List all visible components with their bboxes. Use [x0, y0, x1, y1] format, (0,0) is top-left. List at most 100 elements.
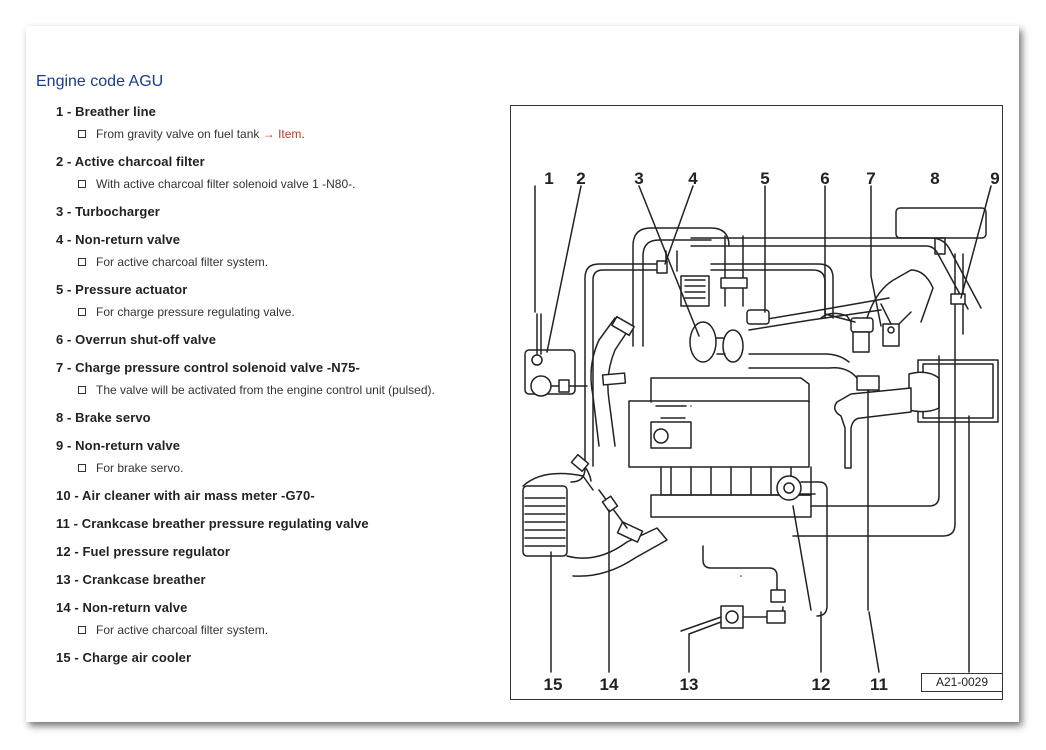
legend-item-7: 7 - Charge pressure control solenoid val…: [56, 360, 506, 410]
legend-item-label: 7 - Charge pressure control solenoid val…: [56, 360, 360, 375]
diagram-lines: [522, 185, 999, 673]
engine-detail: [655, 405, 692, 431]
legend-sub-item: From gravity valve on fuel tank → Item.: [56, 126, 506, 154]
breather-line-1: [536, 313, 542, 355]
legend-sub-item: For charge pressure regulating valve.: [56, 304, 506, 332]
legend-item-label: 11 - Crankcase breather pressure regulat…: [56, 516, 369, 531]
solenoid-links: [880, 303, 912, 325]
legend-list: 1 - Breather line From gravity valve on …: [56, 104, 506, 672]
pipe-clamp: [720, 277, 748, 289]
lower-line: [702, 545, 778, 597]
callout-13: 13: [680, 675, 699, 694]
brake-line: [792, 253, 956, 537]
overrun-valve-body: [852, 331, 870, 353]
callout-3: 3: [634, 169, 643, 188]
callout-12: 12: [812, 675, 831, 694]
page: Engine code AGU 1 - Breather line From g…: [26, 26, 1019, 722]
engine-panel-circle: [653, 428, 669, 444]
overrun-hose: [820, 312, 856, 329]
callouts-bottom: 151413121110: [544, 675, 979, 694]
legend-item-label: 12 - Fuel pressure regulator: [56, 544, 231, 559]
legend-item-9: 9 - Non-return valve For brake servo.: [56, 438, 506, 488]
cooler-bottom-duct: [566, 527, 668, 577]
leader-6: [824, 185, 856, 323]
square-bullet-icon: [78, 464, 86, 472]
legend-item-10: 10 - Air cleaner with air mass meter -G7…: [56, 488, 506, 516]
sub-item-text: For brake servo.: [96, 461, 184, 475]
charcoal-filter-valve: [530, 375, 552, 397]
item-link-text[interactable]: Item: [278, 127, 302, 141]
legend-item-13: 13 - Crankcase breather: [56, 572, 506, 600]
charcoal-filter-port: [531, 354, 543, 366]
legend-item-label: 5 - Pressure actuator: [56, 282, 188, 297]
leader-3: [638, 185, 700, 337]
callout-7: 7: [866, 169, 875, 188]
legend-item-2: 2 - Active charcoal filter With active c…: [56, 154, 506, 204]
legend-item-label: 6 - Overrun shut-off valve: [56, 332, 217, 347]
sub-item-text: For active charcoal filter system.: [96, 255, 269, 269]
item-link[interactable]: → Item: [263, 127, 302, 141]
turbo-filter-ribs: [684, 279, 706, 299]
intake-duct: [834, 387, 912, 469]
square-bullet-icon: [78, 258, 86, 266]
brake-servo-shape: [895, 207, 987, 239]
brake-servo-stem: [934, 237, 946, 255]
sub-item-end: .: [301, 127, 305, 141]
callout-5: 5: [760, 169, 769, 188]
fuel-regulator-center: [783, 482, 795, 494]
callout-6: 6: [820, 169, 829, 188]
top-hose-inner: [642, 239, 712, 347]
legend-sub-item: With active charcoal filter solenoid val…: [56, 176, 506, 204]
sub-item-text: For charge pressure regulating valve.: [96, 305, 295, 319]
turbo-link: [715, 337, 726, 355]
leader-2: [546, 185, 582, 353]
hose-clamp-2: [611, 315, 635, 337]
hose-clamp-4: [570, 453, 590, 473]
sub-item-text: With active charcoal filter solenoid val…: [96, 177, 356, 191]
arrow-right-icon: →: [262, 127, 275, 141]
callout-14: 14: [600, 675, 619, 694]
air-mass-meter-shape: [908, 371, 940, 413]
callout-2: 2: [576, 169, 585, 188]
leader-11: [868, 611, 880, 673]
overrun-valve-6: [850, 317, 874, 333]
long-top-line: [690, 237, 982, 309]
charge-hose-outer: [590, 317, 616, 447]
legend-item-label: 3 - Turbocharger: [56, 204, 160, 219]
legend-item-label: 4 - Non-return valve: [56, 232, 181, 247]
leader-13: [688, 621, 722, 673]
legend-item-1: 1 - Breather line From gravity valve on …: [56, 104, 506, 154]
legend-item-14: 14 - Non-return valve For active charcoa…: [56, 600, 506, 650]
regulator-line: [800, 481, 828, 617]
line-to-filter: [570, 263, 664, 483]
line-12: [792, 505, 812, 611]
legend-item-6: 6 - Overrun shut-off valve: [56, 332, 506, 360]
legend-item-label: 13 - Crankcase breather: [56, 572, 206, 587]
callout-15: 15: [544, 675, 563, 694]
hose-clamp-3: [616, 521, 644, 543]
figure-id: A21-0029: [921, 673, 1003, 692]
leader-9: [960, 185, 992, 299]
legend-item-11: 11 - Crankcase breather pressure regulat…: [56, 516, 506, 544]
turbocharger-shape: [689, 321, 717, 363]
mid-line-5: [710, 263, 834, 319]
legend-sub-item: For active charcoal filter system.: [56, 254, 506, 282]
sub-item-text: For active charcoal filter system.: [96, 623, 269, 637]
legend-item-12: 12 - Fuel pressure regulator: [56, 544, 506, 572]
callout-1: 1: [544, 169, 553, 188]
crankcase-breather-port: [725, 610, 739, 624]
legend-item-label: 8 - Brake servo: [56, 410, 151, 425]
page-title: Engine code AGU: [36, 73, 164, 90]
legend-item-label: 9 - Non-return valve: [56, 438, 181, 453]
charge-hose-inner: [607, 331, 628, 447]
square-bullet-icon: [78, 308, 86, 316]
callout-11: 11: [870, 675, 888, 694]
legend-item-15: 15 - Charge air cooler: [56, 650, 506, 672]
turbo-outlet-duct: [748, 366, 872, 395]
cooler-fins: [524, 497, 566, 547]
breather-valve: [766, 610, 786, 624]
leader-4: [664, 185, 694, 265]
non-return-valve-14: [601, 495, 619, 513]
hose-clamp-1: [601, 372, 627, 386]
